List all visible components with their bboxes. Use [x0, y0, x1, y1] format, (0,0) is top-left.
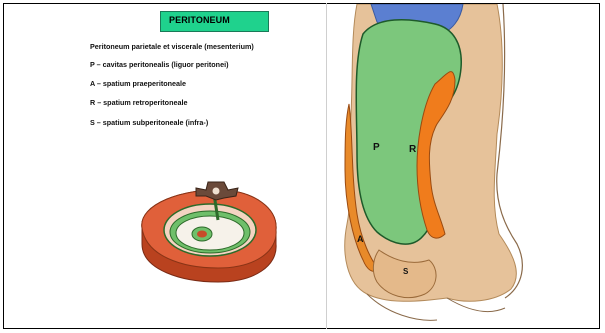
- sagittal-peritoneum-illustration: P R A S: [327, 4, 599, 329]
- legend-s: S – spatium subperitoneale (infra-): [90, 118, 208, 127]
- figure-label-a: A: [357, 234, 364, 244]
- figure-label-s: S: [403, 267, 409, 276]
- figure-label-r: R: [409, 144, 417, 155]
- abdomen-cross-section-illustration: [128, 178, 288, 286]
- legend-p: P – cavitas peritonealis (liguor periton…: [90, 60, 228, 69]
- slide-title: PERITONEUM: [160, 11, 269, 32]
- legend-peritoneum: Peritoneum parietale et viscerale (mesen…: [90, 42, 254, 51]
- legend-r: R – spatium retroperitoneale: [90, 98, 187, 107]
- figure-label-p: P: [373, 142, 380, 153]
- legend-a: A – spatium praeperitoneale: [90, 79, 186, 88]
